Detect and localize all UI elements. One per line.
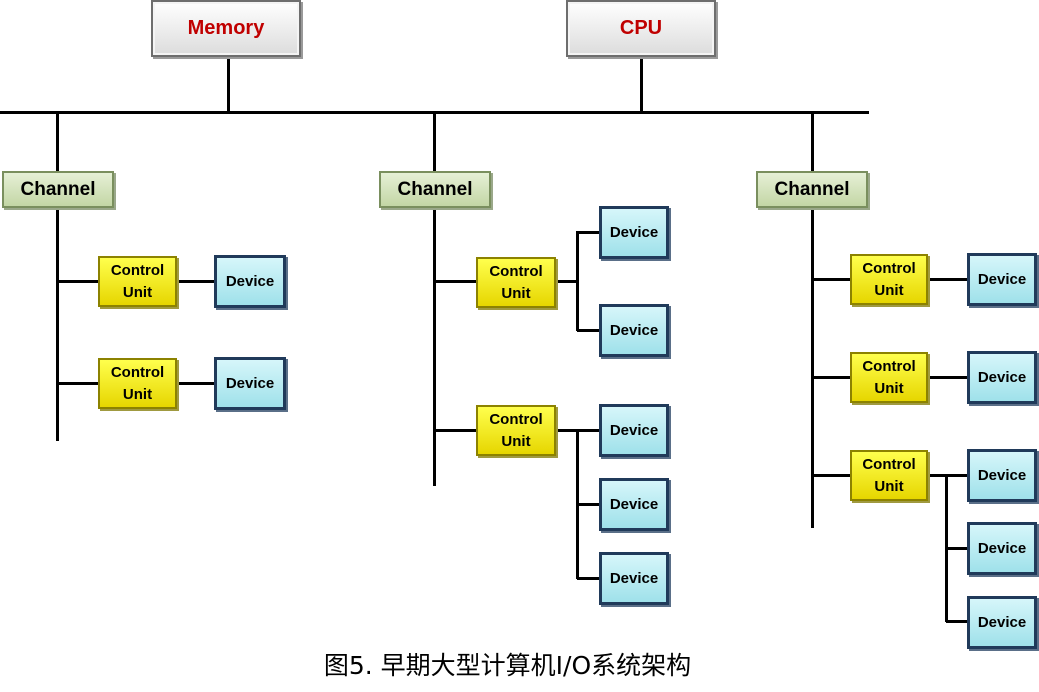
channel-3-cu-3-device-2: Device: [967, 522, 1037, 575]
channel-2-cu-2-device-1: Device: [599, 404, 669, 457]
channel-3-control-unit-2: Control Unit: [850, 352, 928, 403]
control-unit-label-line1: Control: [110, 261, 165, 279]
channel-3-cu-3-device-3-link: [946, 620, 969, 623]
channel-1-cu-2-device-1: Device: [214, 357, 286, 410]
channel-1-label: Channel: [20, 178, 96, 200]
channel-2-control-unit-1: Control Unit: [476, 257, 556, 308]
channel-3-cu-3-device-3: Device: [967, 596, 1037, 649]
channel-1-bus-link: [56, 112, 59, 172]
control-unit-label-line2: Unit: [874, 281, 904, 299]
channel-2-cu-1-link: [434, 280, 477, 283]
device-label: Device: [609, 322, 659, 339]
control-unit-label-line1: Control: [489, 410, 543, 428]
channel-1-cu-2-link: [57, 382, 99, 385]
control-unit-label-line1: Control: [862, 259, 916, 277]
channel-2-cu-1-device-2-link: [577, 329, 601, 332]
channel-3-trunk: [811, 206, 814, 528]
channel-2-cu-2-device-3: Device: [599, 552, 669, 605]
device-label: Device: [977, 467, 1027, 484]
channel-2-cu-2-device-2: Device: [599, 478, 669, 531]
channel-3-cu-1-device-link: [926, 278, 969, 281]
channel-3-control-unit-3: Control Unit: [850, 450, 928, 501]
channel-2-box: Channel: [379, 171, 491, 208]
channel-2-trunk: [433, 206, 436, 486]
memory-label: Memory: [187, 17, 265, 39]
channel-2-label: Channel: [397, 178, 473, 200]
control-unit-label-line2: Unit: [874, 379, 904, 397]
channel-3-cu-3-link: [812, 474, 851, 477]
channel-2-cu-1-device-1-link: [577, 231, 601, 234]
channel-3-label: Channel: [774, 178, 850, 200]
channel-1-control-unit-1: Control Unit: [98, 256, 177, 307]
channel-1-control-unit-2: Control Unit: [98, 358, 177, 409]
channel-2-bus-link: [433, 112, 436, 172]
channel-3-cu-2-link: [812, 376, 851, 379]
device-label: Device: [609, 422, 659, 439]
channel-2-cu-1-device-1: Device: [599, 206, 669, 259]
channel-3-control-unit-1: Control Unit: [850, 254, 928, 305]
control-unit-label-line2: Unit: [122, 385, 153, 403]
cpu-bus-link: [640, 56, 643, 113]
control-unit-label-line2: Unit: [501, 284, 531, 302]
channel-3-cu-2-device-link: [926, 376, 969, 379]
control-unit-label-line1: Control: [862, 455, 916, 473]
cpu-box: CPU: [566, 0, 716, 57]
device-label: Device: [977, 271, 1027, 288]
channel-1-cu-1-link: [57, 280, 99, 283]
cpu-label: CPU: [619, 17, 663, 39]
channel-2-cu-1-device-2: Device: [599, 304, 669, 357]
device-label: Device: [609, 570, 659, 587]
device-label: Device: [977, 540, 1027, 557]
channel-2-control-unit-2: Control Unit: [476, 405, 556, 456]
channel-1-cu-1-device-1: Device: [214, 255, 286, 308]
channel-3-cu-1-link: [812, 278, 851, 281]
device-label: Device: [977, 614, 1027, 631]
control-unit-label-line1: Control: [110, 363, 165, 381]
control-unit-label-line1: Control: [862, 357, 916, 375]
channel-2-cu-2-device-3-link: [577, 577, 601, 580]
channel-1-cu-1-device-link: [175, 280, 215, 283]
channel-3-cu-3-device-2-link: [946, 547, 969, 550]
channel-1-trunk: [56, 206, 59, 441]
memory-box: Memory: [151, 0, 301, 57]
control-unit-label-line2: Unit: [122, 283, 153, 301]
control-unit-label-line2: Unit: [501, 432, 531, 450]
channel-3-bus-link: [811, 112, 814, 172]
device-label: Device: [977, 369, 1027, 386]
device-label: Device: [225, 273, 275, 290]
device-label: Device: [225, 375, 275, 392]
memory-bus-link: [227, 56, 230, 113]
channel-3-cu-2-device-1: Device: [967, 351, 1037, 404]
channel-2-cu-1-fork: [576, 231, 579, 331]
control-unit-label-line1: Control: [489, 262, 543, 280]
channel-2-cu-2-device-2-link: [577, 503, 601, 506]
channel-2-cu-2-link: [434, 429, 477, 432]
device-label: Device: [609, 224, 659, 241]
channel-3-cu-3-device-1: Device: [967, 449, 1037, 502]
channel-1-box: Channel: [2, 171, 114, 208]
control-unit-label-line2: Unit: [874, 477, 904, 495]
figure-caption: 图5. 早期大型计算机I/O系统架构: [323, 651, 692, 680]
channel-3-box: Channel: [756, 171, 868, 208]
channel-1-cu-2-device-link: [175, 382, 215, 385]
channel-3-cu-1-device-1: Device: [967, 253, 1037, 306]
channel-2-cu-1-stub: [554, 280, 577, 283]
device-label: Device: [609, 496, 659, 513]
